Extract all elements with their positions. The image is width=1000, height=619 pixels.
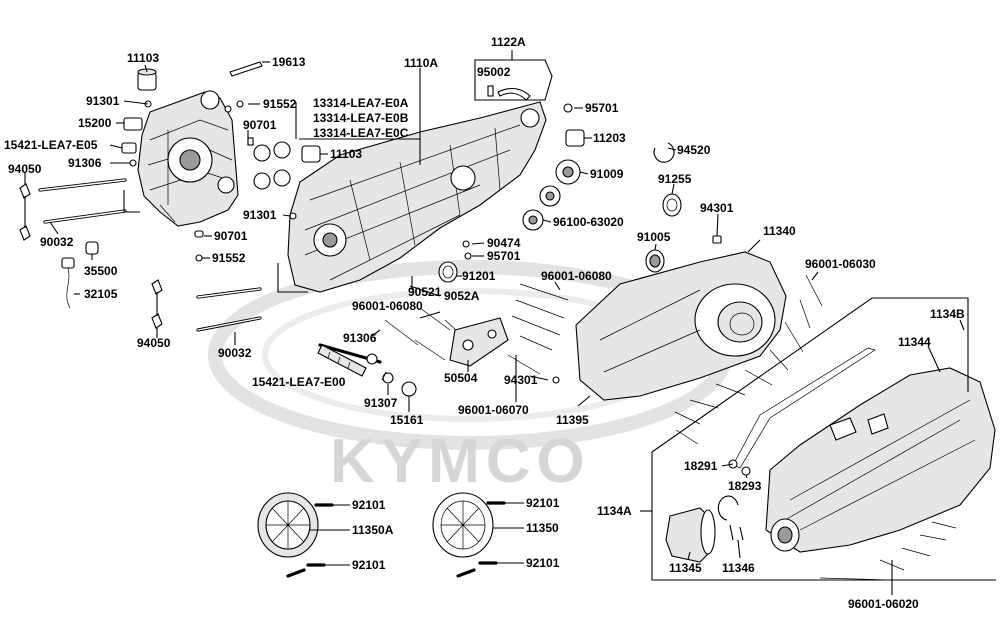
label-11345: 11345 xyxy=(669,561,702,575)
label-91552-b: 91552 xyxy=(212,251,246,265)
label-1122a: 1122A xyxy=(491,35,526,49)
label-96001-06020: 96001-06020 xyxy=(848,597,919,611)
label-91552: 91552 xyxy=(263,97,297,111)
label-96001-06080-b: 96001-06080 xyxy=(352,299,423,313)
label-94301-b: 94301 xyxy=(504,373,538,387)
label-90474: 90474 xyxy=(487,236,521,250)
label-11395: 11395 xyxy=(556,413,589,427)
label-95701: 95701 xyxy=(585,101,619,115)
crankcase-right xyxy=(287,101,547,293)
label-11340: 11340 xyxy=(763,224,796,238)
label-11350a: 11350A xyxy=(352,523,394,537)
label-91307: 91307 xyxy=(364,396,398,410)
label-15421-lea7-e05: 15421-LEA7-E05 xyxy=(4,138,98,152)
label-15161: 15161 xyxy=(390,413,424,427)
label-91009: 91009 xyxy=(590,167,624,181)
label-90701: 90701 xyxy=(243,118,277,132)
label-1134b: 1134B xyxy=(930,307,965,321)
label-92101-c: 92101 xyxy=(352,558,386,572)
shaft xyxy=(317,344,394,384)
label-91301-b: 91301 xyxy=(243,208,277,222)
label-94050-b: 94050 xyxy=(137,336,171,350)
label-90032-b: 90032 xyxy=(218,346,252,360)
intake-boot xyxy=(665,495,744,563)
label-91306: 91306 xyxy=(68,156,102,170)
label-95002: 95002 xyxy=(477,65,511,79)
label-13314-lea7-e0c: 13314-LEA7-E0C xyxy=(313,126,409,140)
outer-cover xyxy=(765,367,996,553)
label-11346: 11346 xyxy=(722,561,755,575)
inner-cover xyxy=(575,251,787,401)
label-96100-63020: 96100-63020 xyxy=(553,215,624,229)
label-18293: 18293 xyxy=(728,479,762,493)
fan-cover-screws xyxy=(286,501,506,578)
label-11203: 11203 xyxy=(593,131,626,145)
label-92101: 92101 xyxy=(352,498,386,512)
label-96001-06030: 96001-06030 xyxy=(805,257,876,271)
label-15421-lea7-e00: 15421-LEA7-E00 xyxy=(252,375,346,389)
label-96001-06080: 96001-06080 xyxy=(541,269,612,283)
label-13314-lea7-e0b: 13314-LEA7-E0B xyxy=(313,111,409,125)
label-95701-b: 95701 xyxy=(487,249,521,263)
label-91306-b: 91306 xyxy=(343,331,377,345)
label-91255: 91255 xyxy=(658,172,692,186)
studs xyxy=(19,178,569,375)
crankcase-left xyxy=(137,90,239,227)
label-11344: 11344 xyxy=(898,335,931,349)
label-1134a: 1134A xyxy=(597,504,632,518)
label-90521: 90521 xyxy=(408,285,442,299)
label-90701-b: 90701 xyxy=(214,229,248,243)
label-94520: 94520 xyxy=(677,143,711,157)
label-11350: 11350 xyxy=(526,521,559,535)
label-19613: 19613 xyxy=(272,55,306,69)
label-90032: 90032 xyxy=(40,235,74,249)
label-9052a: 9052A xyxy=(444,289,480,303)
group-outlines xyxy=(123,59,996,581)
label-15200: 15200 xyxy=(78,116,112,130)
bearings xyxy=(121,68,682,397)
bracket-50504 xyxy=(449,317,509,367)
label-35500: 35500 xyxy=(84,264,118,278)
label-18291: 18291 xyxy=(684,459,718,473)
label-91301: 91301 xyxy=(86,94,120,108)
label-1110a: 1110A xyxy=(404,56,438,70)
label-92101-b: 92101 xyxy=(526,496,560,510)
fan-cover-11350 xyxy=(432,492,494,558)
label-91005: 91005 xyxy=(637,230,671,244)
label-92101-d: 92101 xyxy=(526,556,560,570)
label-94050: 94050 xyxy=(8,162,42,176)
label-94301: 94301 xyxy=(700,201,734,215)
label-50504: 50504 xyxy=(444,371,478,385)
label-32105: 32105 xyxy=(84,287,118,301)
label-96001-06070: 96001-06070 xyxy=(458,403,529,417)
watermark-text: KYMCO xyxy=(330,427,591,496)
label-11103-b: 11103 xyxy=(330,147,362,161)
label-91201: 91201 xyxy=(462,269,496,283)
label-11103: 11103 xyxy=(127,51,159,65)
label-13314-lea7-e0a: 13314-LEA7-E0A xyxy=(313,96,409,110)
fan-cover-11350A xyxy=(257,492,319,558)
part-labels: 11103 19613 1110A 1122A 95002 91301 9155… xyxy=(4,35,965,611)
leader-lines xyxy=(24,50,965,595)
